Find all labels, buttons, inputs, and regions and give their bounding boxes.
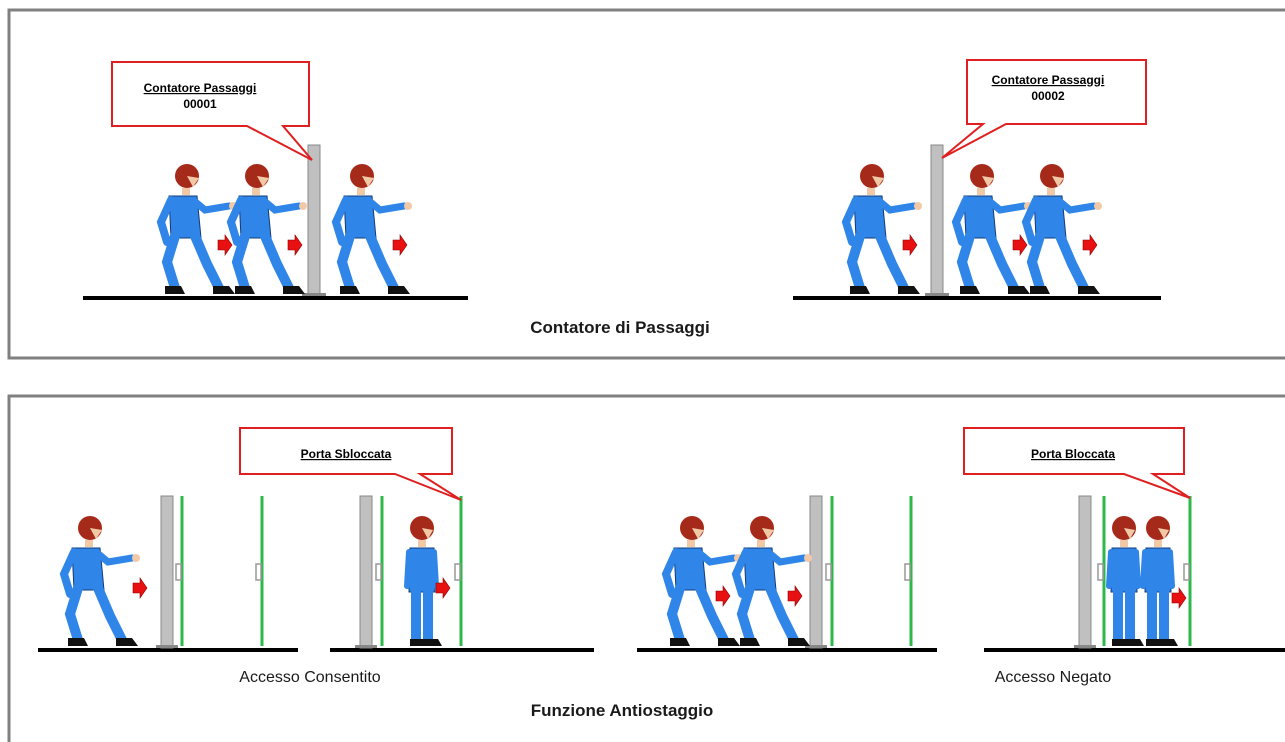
callout-title: Porta Bloccata <box>1031 447 1115 461</box>
floor-line <box>83 296 468 300</box>
counter-scene-b: Contatore Passaggi 00002 <box>793 59 1161 300</box>
counter-scene-a: Contatore Passaggi 00001 <box>83 61 468 300</box>
floor-line <box>793 296 1161 300</box>
turnstile-post-icon <box>160 495 174 649</box>
access-allowed-label: Accesso Consentito <box>239 669 381 686</box>
callout-title: Contatore Passaggi <box>144 81 257 95</box>
denied-scene-approach <box>637 495 937 652</box>
turnstile-post-icon <box>359 495 373 649</box>
callout-title: Porta Sbloccata <box>301 447 392 461</box>
counter-value: 00002 <box>1031 89 1065 103</box>
antitailgating-panel: Porta Sbloccata Accesso Consentito <box>7 394 1285 742</box>
counter-callout-1: Contatore Passaggi 00001 <box>111 61 313 161</box>
floor-line <box>637 648 937 652</box>
floor-line <box>984 648 1285 652</box>
callout-title: Contatore Passaggi <box>992 73 1105 87</box>
access-denied-label: Accesso Negato <box>995 669 1112 686</box>
post-base <box>302 293 326 296</box>
allowed-scene-inside: Porta Sbloccata <box>239 427 594 652</box>
post-base <box>805 645 827 648</box>
door-unlocked-callout: Porta Sbloccata <box>239 427 462 501</box>
turnstile-post-icon <box>930 144 944 296</box>
counter-panel: Contatore Passaggi 00001 Contatore Passa… <box>7 8 1285 360</box>
post-base <box>156 645 178 648</box>
turnstile-post-icon <box>1078 495 1092 649</box>
post-base <box>355 645 377 648</box>
denied-scene-inside: Porta Bloccata <box>963 427 1285 652</box>
door-locked-callout: Porta Bloccata <box>963 427 1191 499</box>
counter-panel-title: Contatore di Passaggi <box>530 318 709 337</box>
allowed-scene-approach <box>38 495 298 652</box>
post-base <box>1074 645 1096 648</box>
counter-value: 00001 <box>183 97 217 111</box>
antitailgating-panel-title: Funzione Antiostaggio <box>531 701 714 720</box>
floor-line <box>38 648 298 652</box>
counter-callout-2: Contatore Passaggi 00002 <box>941 59 1147 159</box>
turnstile-post-icon <box>307 144 321 296</box>
floor-line <box>330 648 594 652</box>
turnstile-post-icon <box>809 495 823 649</box>
post-base <box>925 293 949 296</box>
